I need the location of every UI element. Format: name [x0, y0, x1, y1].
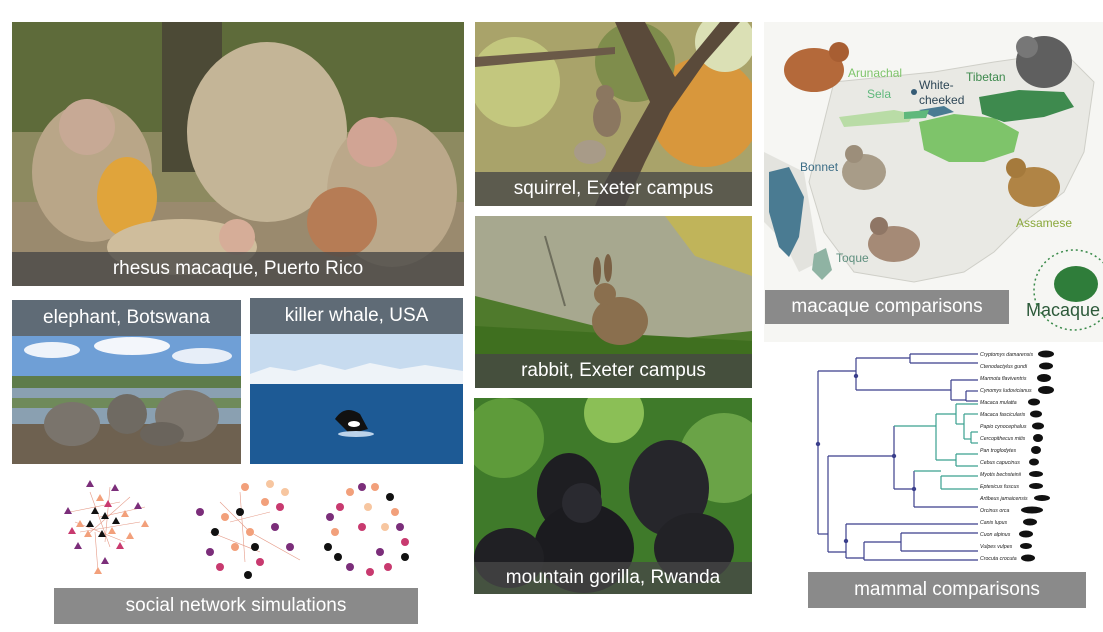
taxon-label: Ctenodactylus gundi: [980, 364, 1028, 370]
whale-caption: killer whale, USA: [250, 298, 463, 334]
taxon-label: Cuon alpinus: [980, 532, 1011, 538]
elephant-caption: elephant, Botswana: [12, 300, 241, 336]
social-network-figure: [50, 472, 420, 584]
map-label-toque: Toque: [836, 251, 869, 265]
squirrel-photo: squirrel, Exeter campus: [475, 22, 752, 206]
rhesus-caption: rhesus macaque, Puerto Rico: [12, 252, 464, 286]
taxon-label: Eptesicus fuscus: [980, 484, 1019, 490]
taxon-label: Macaca fascicularis: [980, 412, 1026, 418]
map-label-assamese: Assamese: [1016, 216, 1073, 230]
taxon-label: Cryptomys damarensis: [980, 352, 1033, 358]
network-2: [196, 480, 301, 579]
killer-whale-photo: [250, 334, 463, 464]
macaque-logo-text: Macaque: [1026, 300, 1101, 320]
network-3: [324, 483, 409, 576]
taxon-label: Cebus capucinus: [980, 460, 1020, 466]
map-label-white: White-: [919, 78, 954, 92]
taxon-label: Vulpes vulpes: [980, 544, 1013, 550]
macaque-map-figure: Arunachal Sela White- cheeked Tibetan Bo…: [764, 22, 1103, 342]
taxon-label: Myotis bechsteinii: [980, 472, 1022, 478]
mammal-caption: mammal comparisons: [808, 572, 1086, 608]
mountain-gorilla-photo: mountain gorilla, Rwanda: [474, 398, 752, 594]
map-label-arunachal: Arunachal: [848, 66, 903, 80]
rabbit-caption: rabbit, Exeter campus: [475, 354, 752, 388]
mammal-phylogeny-figure: Cryptomys damarensis Ctenodactylus gundi…: [806, 344, 1072, 568]
map-label-bonnet: Bonnet: [800, 160, 839, 174]
gorilla-caption: mountain gorilla, Rwanda: [474, 562, 752, 594]
map-label-tibetan: Tibetan: [966, 70, 1006, 84]
animal-silhouette-icons: [1019, 350, 1054, 562]
taxon-label: Marmota flaviventris: [980, 376, 1027, 382]
squirrel-caption: squirrel, Exeter campus: [475, 172, 752, 206]
taxon-labels: Cryptomys damarensis Ctenodactylus gundi…: [979, 352, 1033, 562]
taxon-label: Canis lupus: [980, 520, 1008, 526]
taxon-label: Artibeus jamaicensis: [979, 496, 1028, 502]
taxon-label: Cynomys ludovicianus: [980, 388, 1032, 394]
rhesus-macaque-photo: rhesus macaque, Puerto Rico: [12, 22, 464, 286]
macaque-caption: macaque comparisons: [765, 290, 1009, 324]
elephant-photo: [12, 336, 241, 464]
taxon-label: Cercopithecus mitis: [980, 436, 1026, 442]
taxon-label: Orcinus orca: [980, 508, 1010, 514]
rabbit-photo: rabbit, Exeter campus: [475, 216, 752, 388]
taxon-label: Macaca mulatta: [980, 400, 1017, 406]
social-caption: social network simulations: [54, 588, 418, 624]
taxon-label: Pan troglodytes: [980, 448, 1016, 454]
taxon-label: Crocuta crocuta: [980, 556, 1017, 562]
taxon-label: Papio cynocephalus: [980, 424, 1027, 430]
map-label-cheeked: cheeked: [919, 93, 965, 107]
map-label-sela: Sela: [867, 87, 892, 101]
network-1: [64, 480, 149, 574]
